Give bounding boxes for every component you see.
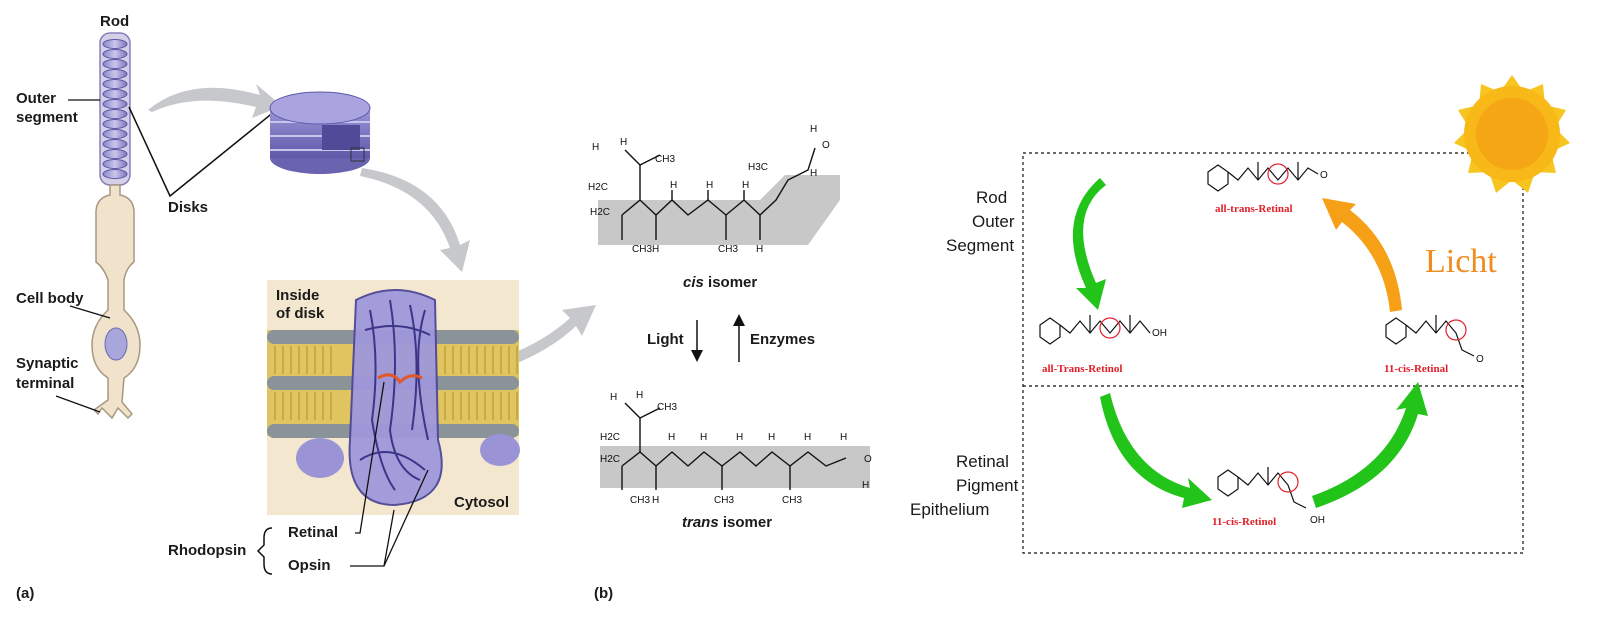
cis-atom: H (652, 244, 659, 255)
inside-disk-1: Inside (276, 287, 319, 304)
cell-body-label: Cell body (16, 290, 84, 307)
cis-retinol-oh: OH (1310, 515, 1325, 526)
membrane-box (267, 280, 520, 515)
trans-structure: H H CH3 H2C H2C CH3 H H H CH3 H H CH3 H … (600, 390, 872, 506)
rhodopsin-label: Rhodopsin (168, 542, 246, 559)
trans-atom: H2C (600, 454, 620, 465)
cis-atom: H (810, 168, 817, 179)
disk-stack (102, 39, 128, 179)
trans-atom: H (862, 480, 869, 491)
trans-atom: H (736, 432, 743, 443)
zoom-arrow-2 (360, 168, 470, 272)
cis-word: cis (683, 274, 704, 291)
arrow-retinol-to-rpe (1100, 393, 1212, 508)
arrow-light-isomerization (1322, 198, 1402, 312)
trans-atom: CH3 (630, 495, 650, 506)
trans-atom: H (668, 432, 675, 443)
opsin-label: Opsin (288, 557, 331, 574)
retinal-leader (355, 381, 385, 534)
enzymes-label: Enzymes (750, 331, 815, 348)
retinal-label: Retinal (288, 524, 338, 541)
trans-atom: H (840, 432, 847, 443)
disk-closeup (269, 91, 371, 174)
cis-isomer-word: isomer (704, 274, 758, 291)
cis-atom: H (810, 124, 817, 135)
cis-atom: H3C (748, 162, 768, 173)
trans-word: trans (682, 514, 719, 531)
licht-label: Licht (1425, 243, 1497, 280)
synaptic-label-2: terminal (16, 375, 74, 392)
rod-cell (91, 32, 141, 420)
cis-atom: H (592, 142, 599, 153)
panel-b-label: (b) (594, 585, 613, 602)
outer-label-2: segment (16, 109, 78, 126)
cis-atom: H (620, 137, 627, 148)
trans-atom: H (768, 432, 775, 443)
cis-atom: CH3 (632, 244, 652, 255)
trans-atom: CH3 (657, 402, 677, 413)
light-label: Light (647, 331, 684, 348)
ros-label-3: Segment (946, 236, 1014, 255)
cell-body-leader (69, 305, 111, 319)
all-trans-retinol-label: all-Trans-Retinol (1042, 363, 1122, 375)
trans-atom: CH3 (714, 495, 734, 506)
cis-isomer-label: cis isomer (683, 274, 757, 291)
cis-retinal-molecule (1385, 315, 1475, 357)
arrow-cisretinol-to-cisretinal (1312, 382, 1428, 508)
trans-atom: H (610, 392, 617, 403)
cis-atom: H (742, 180, 749, 191)
cis-retinal-oxygen: O (1476, 354, 1484, 365)
inside-disk-2: of disk (276, 305, 325, 322)
all-trans-retinal-molecule (1207, 162, 1319, 192)
rpe-label-3: Epithelium (910, 500, 989, 519)
synaptic-label-1: Synaptic (16, 355, 79, 372)
rpe-label-2: Pigment (956, 476, 1019, 495)
cis-atom: CH3 (655, 154, 675, 165)
retinol-oh: OH (1152, 328, 1167, 339)
cis-atom: H (756, 244, 763, 255)
disks-leader (128, 106, 281, 198)
sun-icon (1454, 75, 1570, 193)
cis-retinol-molecule (1217, 467, 1307, 509)
cis-atom: O (822, 140, 830, 151)
outer-label-1: Outer (16, 90, 56, 107)
cis-atom: H2C (588, 182, 608, 193)
all-trans-retinol-molecule (1039, 315, 1151, 345)
trans-atom: H (804, 432, 811, 443)
cis-retinal-label: 11-cis-Retinal (1384, 363, 1448, 375)
all-trans-retinal-label: all-trans-Retinal (1215, 203, 1293, 215)
opsin-leader-2 (383, 469, 429, 567)
trans-atom: H2C (600, 432, 620, 443)
rhodopsin-brace (256, 527, 273, 575)
cis-atom: H (706, 180, 713, 191)
rod-title: Rod (100, 13, 129, 30)
trans-atom: CH3 (782, 495, 802, 506)
cis-structure: H H CH3 H2C H2C CH3 H H H CH3 H H H3C H … (588, 124, 840, 255)
ros-label-1: Rod (976, 188, 1007, 207)
trans-atom: H (652, 495, 659, 506)
trans-isomer-word: isomer (719, 514, 773, 531)
trans-atom: H (700, 432, 707, 443)
arrow-retinal-to-retinol (1072, 178, 1106, 310)
zoom-arrow-1 (148, 84, 282, 118)
panel-a-label: (a) (16, 585, 34, 602)
cis-atom: H2C (590, 207, 610, 218)
disks-label: Disks (168, 199, 208, 216)
cytosol-label: Cytosol (454, 494, 509, 511)
retinal-oxygen: O (1320, 170, 1328, 181)
rpe-label-1: Retinal (956, 452, 1009, 471)
trans-atom: O (864, 454, 872, 465)
trans-atom: H (636, 390, 643, 401)
retinal-molecule (377, 373, 423, 385)
trans-isomer-label: trans isomer (682, 514, 772, 531)
synaptic-leader (55, 395, 101, 413)
ros-label-2: Outer (972, 212, 1015, 231)
cis-retinol-label: 11-cis-Retinol (1212, 516, 1276, 528)
cis-atom: H (670, 180, 677, 191)
cis-atom: CH3 (718, 244, 738, 255)
